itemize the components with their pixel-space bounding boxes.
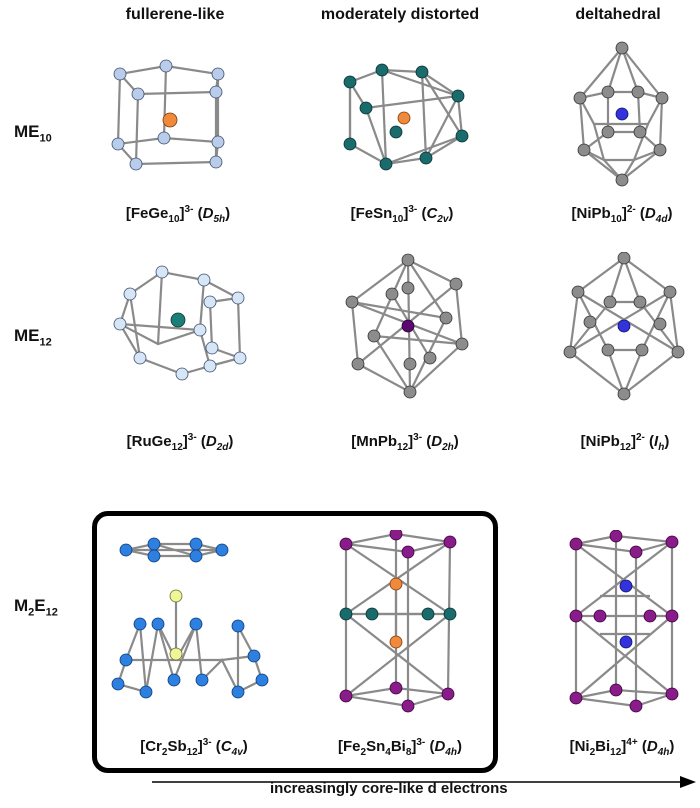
ge-atoms (113, 265, 247, 381)
cr-atoms (169, 589, 183, 661)
row-label-me12: ME12 (14, 326, 52, 349)
structure-ni2bi12 (569, 530, 679, 713)
mn-center-atom (401, 319, 415, 333)
fe-center-atom (397, 111, 411, 125)
structure-mnpb12 (345, 253, 469, 399)
structure-fege10 (111, 59, 225, 171)
caption-fe2sn4bi8: [Fe2Sn4Bi8]3- (D4h) (338, 737, 462, 758)
ru-center-atom (170, 312, 186, 328)
pb-atoms (345, 253, 469, 399)
structure-cr2sb12 (111, 537, 269, 699)
bi-atoms (569, 530, 679, 713)
caption-ruge12: [RuGe12]3- (D2d) (126, 432, 234, 453)
caption-nipb10: [NiPb10]2- (D4d) (571, 204, 673, 225)
column-header-fullerene-like: fullerene-like (125, 6, 225, 23)
ni-center-atom (617, 319, 631, 333)
ni-atoms (619, 579, 633, 649)
caption-nipb12: [NiPb12]2- (Ih) (580, 432, 670, 453)
caption-fesn10: [FeSn10]3- (C2v) (350, 204, 454, 225)
fe-atoms (389, 577, 403, 649)
ge-atoms (111, 59, 225, 171)
column-header-moderately-distorted: moderately distorted (320, 6, 480, 23)
structure-nipb10 (573, 41, 669, 187)
structure-fe2sn4bi8 (339, 530, 457, 713)
trend-arrow (152, 776, 696, 788)
ni-center-atom (615, 107, 629, 121)
trend-label: increasingly core-like d electrons (270, 780, 508, 797)
structure-fesn10 (343, 63, 469, 171)
row-label-me10: ME10 (14, 122, 52, 145)
pb-atoms (573, 41, 669, 187)
row-label-m2e12: M2E12 (14, 596, 58, 619)
sb-atoms (111, 537, 269, 699)
highlight-frame (92, 511, 498, 773)
caption-ni2bi12: [Ni2Bi12]4+ (D4h) (569, 737, 675, 758)
caption-cr2sb12: [Cr2Sb12]3- (C4v) (140, 737, 248, 758)
bi-atoms (339, 530, 457, 713)
caption-mnpb12: [MnPb12]3- (D2h) (351, 432, 459, 453)
pb-atoms (563, 252, 685, 401)
sn-atoms (343, 63, 469, 171)
sn-atoms (339, 607, 457, 621)
structure-nipb12 (563, 252, 685, 401)
fe-center-atom (162, 112, 178, 128)
column-header-deltahedral: deltahedral (575, 6, 661, 23)
caption-fege10: [FeGe10]3- (D5h) (125, 204, 231, 225)
structure-ruge12 (113, 265, 247, 381)
